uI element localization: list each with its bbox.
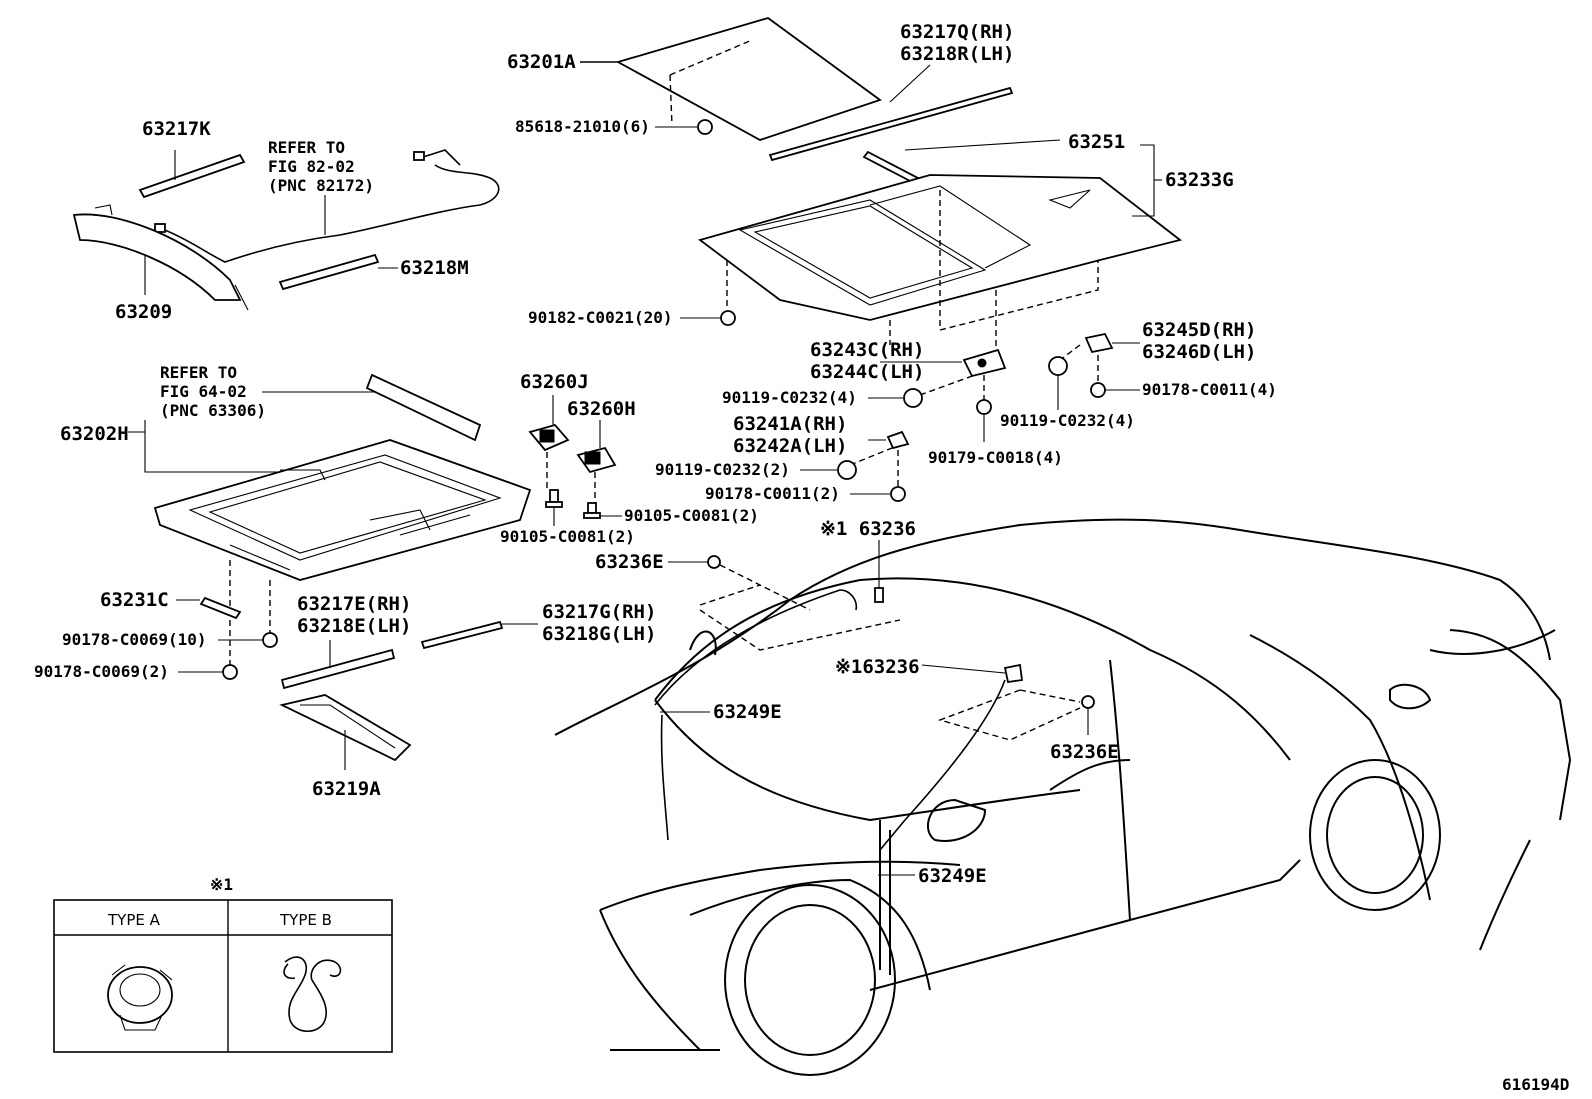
nut-icon [1090,382,1106,398]
label-63209: 63209 [115,301,172,323]
label-90178b: 90178-C0011(2) [705,484,840,503]
label-90119a: 90119-C0232(4) [722,388,857,407]
label-63219A: 63219A [312,778,381,800]
label-90119c: 90119-C0232(2) [655,460,790,479]
label-63236E-b: 63236E [1050,741,1119,763]
refer-note-2c: (PNC 63306) [160,401,266,420]
clip-63236E [1081,695,1095,709]
type-a-clip-icon [107,964,173,1031]
refer-note-1c: (PNC 82172) [268,176,374,195]
nut-icon [262,632,278,648]
clip-icon [837,460,857,480]
label-90119b: 90119-C0232(4) [1000,411,1135,430]
label-63218E: 63218E(LH) [297,615,411,637]
label-90179: 90179-C0018(4) [928,448,1063,467]
bracket-63245D [1084,332,1114,354]
label-90178c: 90178-C0069(10) [62,630,207,649]
sunroof-frame [153,439,532,581]
label-90178a: 90178-C0011(4) [1142,380,1277,399]
clip-63236E [707,555,721,569]
label-63260H: 63260H [567,398,636,420]
label-63218G: 63218G(LH) [542,623,656,645]
clip-63236 [874,587,884,603]
label-63231C: 63231C [100,589,169,611]
weatherstrip-63249E [654,589,858,706]
clip-icon [697,119,713,135]
weatherstrip-strip [768,86,1014,162]
refer-note-2a: REFER TO [160,363,237,382]
legend-type-a: TYPE A [107,911,161,929]
refer-note-1a: REFER TO [268,138,345,157]
label-63217K: 63217K [142,118,211,140]
legend-type-b: TYPE B [279,911,332,929]
seal-strip-63217E [280,648,396,690]
label-63217E: 63217E(RH) [297,593,411,615]
wire-harness-connector [154,151,425,233]
nut-icon [720,310,736,326]
label-63251: 63251 [1068,131,1125,153]
bracket-63231C [199,596,242,620]
label-63201A: 63201A [507,51,576,73]
clip-63236 [1003,663,1024,684]
nut-icon [890,486,906,502]
refer-note-2b: FIG 64-02 [160,382,247,401]
figure-id: 616194D [1502,1075,1569,1094]
label-63217Q: 63217Q(RH) [900,21,1014,43]
label-63244C: 63244C(LH) [810,361,924,383]
label-63241A: 63241A(RH) [733,413,847,435]
bolt-icon [583,502,601,519]
label-90178d: 90178-C0069(2) [34,662,169,681]
bolt-icon [545,489,563,508]
seal-strip-63218M [278,253,380,291]
clip-icon [903,388,923,408]
bracket-63243C [962,348,1007,378]
label-63217G: 63217G(RH) [542,601,656,623]
label-63260J: 63260J [520,371,589,393]
type-b-clip-icon [283,956,342,1033]
bracket-63241A [886,430,910,450]
roof-panel [698,174,1183,321]
clip-icon [1048,356,1068,376]
seal-strip-63217G [420,620,504,650]
label-63249E-a: 63249E [713,701,782,723]
label-63249E-b: 63249E [918,865,987,887]
label-63236E-a: 63236E [595,551,664,573]
label-90105b: 90105-C0081(2) [500,527,635,546]
wind-deflector [365,373,482,442]
nut-icon [976,399,992,415]
label-63245D: 63245D(RH) [1142,319,1256,341]
label-85618: 85618-21010(6) [515,117,650,136]
nut-icon [222,664,238,680]
cover-63219A [279,694,412,762]
seal-strip-63217K [138,153,246,199]
drive-motor-63260H [576,446,617,474]
label-63236-mid: ※163236 [835,656,920,678]
label-63218R: 63218R(LH) [900,43,1014,65]
label-63243C: 63243C(RH) [810,339,924,361]
label-63242A: 63242A(LH) [733,435,847,457]
label-63202H: 63202H [60,423,129,445]
label-63218M: 63218M [400,257,469,279]
label-63236-top: ※1 63236 [820,518,916,540]
legend-marker: ※1 [210,875,233,894]
roof-glass-panel [615,17,882,141]
vehicle-outline [554,518,1572,1076]
label-63246D: 63246D(LH) [1142,341,1256,363]
drive-motor-63260J [528,423,570,452]
label-90105a: 90105-C0081(2) [624,506,759,525]
label-90182: 90182-C0021(20) [528,308,673,327]
refer-note-1b: FIG 82-02 [268,157,355,176]
label-63233G: 63233G [1165,169,1234,191]
front-trim-63209 [72,213,242,301]
clip-type-legend: ※1 TYPE A TYPE B [53,875,393,1053]
